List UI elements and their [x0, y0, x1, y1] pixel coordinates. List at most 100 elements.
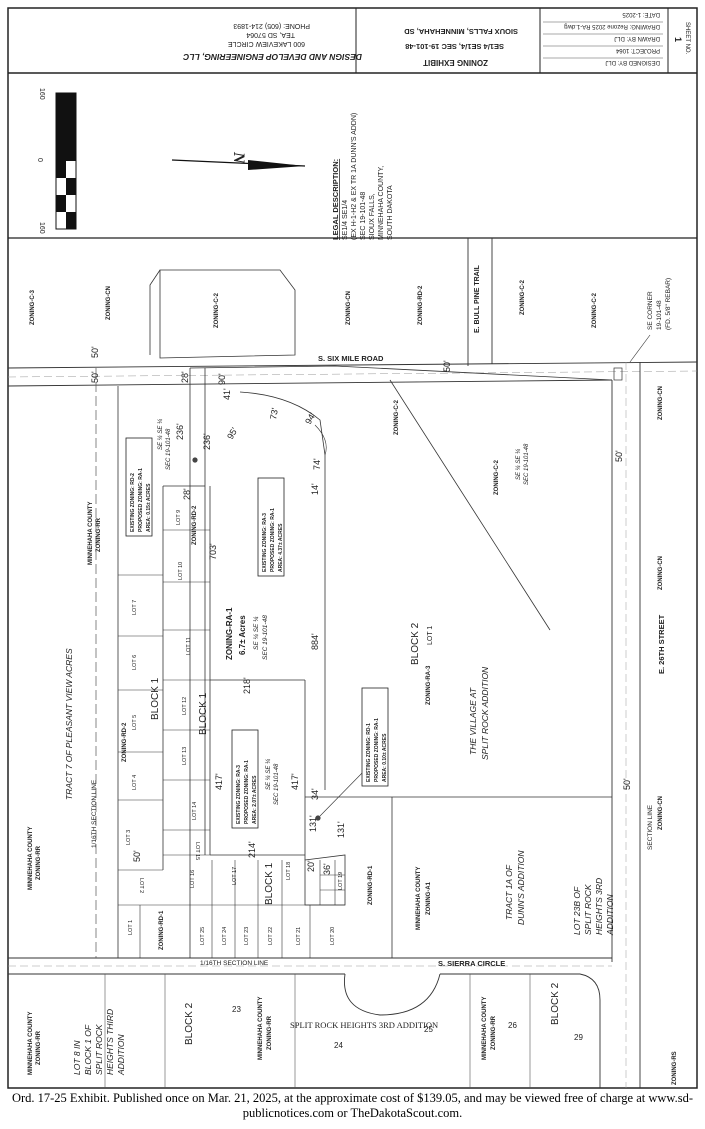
- block-1-b: BLOCK 1: [198, 692, 209, 735]
- dim-41: 41': [222, 388, 232, 400]
- zoning-exhibit-drawing: DESIGN AND DEVELOP ENGINEERING, LLC 600 …: [7, 7, 698, 1089]
- road-bull-pine-label: E. BULL PINE TRAIL: [474, 264, 481, 333]
- lot-8-line-2: BLOCK 1 OF: [83, 1024, 93, 1075]
- callout-1-line-3: AREA: 0.15± ACRES: [146, 483, 152, 532]
- callout-box-3: [231, 729, 259, 829]
- zoning-c2-a: ZONING-C-2: [214, 292, 220, 328]
- county-5-zoning: ZONING-RR: [491, 1015, 497, 1050]
- subject-parcel-label: ZONING-RA-1 6.7± Acres SE ¼ SE ¼ SEC 19-…: [225, 607, 269, 660]
- lot-24: LOT 24: [222, 927, 228, 945]
- lot-12: LOT 12: [182, 697, 188, 715]
- dim-94: 94': [303, 411, 318, 426]
- callout-box-2: [257, 477, 285, 577]
- callout-box-1: [125, 437, 153, 537]
- zoning-c2-c: ZONING-C-2: [592, 292, 598, 328]
- title-block: DESIGN AND DEVELOP ENGINEERING, LLC 600 …: [8, 8, 697, 74]
- lot-7: LOT 7: [132, 600, 138, 615]
- info-drawn: DRAWN BY: DLJ: [614, 35, 660, 41]
- dim-884: 884': [310, 633, 320, 650]
- zoning-cn-3: ZONING-CN: [658, 386, 664, 420]
- lot-5: LOT 5: [132, 715, 138, 730]
- north-label: N: [230, 151, 247, 165]
- block-1-a: BLOCK 1: [150, 677, 161, 720]
- lot-25: LOT 25: [200, 927, 206, 945]
- lot-29-label: 29: [574, 1033, 583, 1042]
- info-designed: DESIGNED BY: DLJ: [605, 59, 660, 65]
- zoning-cn-2: ZONING-CN: [346, 291, 352, 325]
- dim-50-b: 50': [90, 346, 100, 358]
- lot-14: LOT 14: [192, 802, 198, 820]
- dim-236-a: 236': [175, 423, 185, 440]
- dim-90: 90': [217, 373, 227, 385]
- sheet-border: [7, 7, 698, 1089]
- subject-sec-2: SEC 19-101-48: [262, 615, 269, 660]
- lot-20: LOT 20: [330, 927, 336, 945]
- dim-218: 218': [242, 677, 252, 694]
- quarter-2-b: SEC 19-101-48: [524, 443, 530, 485]
- quarter-2-a: SE ¼ SE ¼: [516, 449, 522, 480]
- lot-21: LOT 21: [296, 927, 302, 945]
- dim-703: 703': [208, 543, 218, 560]
- lot-6: LOT 6: [132, 655, 138, 670]
- legal-line-4: SIOUX FALLS,: [369, 193, 376, 240]
- road-26th-street: E. 26TH STREET SECTION LINE: [611, 362, 666, 1088]
- dim-20: 20': [306, 860, 316, 872]
- exhibit-title: ZONING EXHIBIT: [423, 58, 488, 67]
- dim-131-a: 131': [308, 815, 318, 832]
- lot-23b-line-3: HEIGHTS 3RD: [594, 878, 604, 935]
- zoning-cn-4: ZONING-CN: [658, 556, 664, 590]
- split-rock-heights-label: SPLIT ROCK HEIGHTS 3RD ADDITION: [290, 1020, 438, 1030]
- dim-50-e: 50': [622, 778, 632, 790]
- company-address-1: 600 LAKEVIEW CIRCLE: [228, 40, 305, 47]
- block-2: BLOCK 2: [410, 622, 421, 665]
- lot-25-label: 25: [424, 1025, 433, 1034]
- legal-line-2: (EX H-1-H2 & EX TR 1A DUNN'S ADDN): [351, 113, 358, 240]
- callout-3-line-1: EXISTING ZONING: RA-3: [236, 765, 242, 824]
- dim-417-b: 417': [290, 773, 300, 790]
- subdivision-lots: [117, 365, 613, 958]
- legal-description: LEGAL DESCRIPTION: SE1/4 SE1/4 (EX H-1-H…: [331, 113, 394, 240]
- dim-417-a: 417': [214, 773, 224, 790]
- lot-18: LOT 18: [286, 862, 292, 880]
- callout-2-line-3: AREA: 4.37± ACRES: [278, 523, 284, 572]
- scale-zero: 0: [36, 158, 43, 162]
- callout-1-line-2: PROPOSED ZONING: RA-1: [138, 468, 144, 532]
- callout-4-line-2: PROPOSED ZONING: RA-1: [374, 718, 380, 782]
- legal-heading: LEGAL DESCRIPTION:: [331, 159, 340, 240]
- county-3-zoning: ZONING-RR: [36, 1030, 42, 1065]
- zoning-cn-1: ZONING-CN: [106, 286, 112, 320]
- zoning-c2-d: ZONING-C-2: [394, 399, 400, 435]
- callout-box-4: [361, 687, 389, 787]
- county-2: MINNEHAHA COUNTY: [88, 502, 94, 565]
- legal-line-1: SE1/4 SE1/4: [342, 200, 349, 240]
- sixteenth-line-label-v: 1/16TH SECTION LINE: [91, 779, 98, 848]
- lot-23b-line-4: ADDITION: [605, 894, 615, 936]
- block-2-b: BLOCK 2: [184, 1002, 195, 1045]
- lot-1: LOT 1: [128, 920, 134, 935]
- lot-2: LOT 2: [138, 878, 144, 893]
- lot-16: LOT 16: [190, 870, 196, 888]
- dim-50-f: 50': [132, 850, 142, 862]
- quarter-3-b: SEC 19-101-48: [274, 763, 280, 805]
- lot-13: LOT 13: [182, 747, 188, 765]
- legal-line-6: SOUTH DAKOTA: [387, 185, 394, 240]
- dim-73: 73': [268, 407, 280, 421]
- sheet-number: 1: [673, 37, 683, 42]
- tract-7-label: TRACT 7 OF PLEASANT VIEW ACRES: [64, 648, 74, 800]
- callout-3-line-3: AREA: 2.07± ACRES: [252, 775, 258, 824]
- lot-8-line-4: HEIGHTS THIRD: [105, 1009, 115, 1075]
- tract-1a-line-1: TRACT 1A OF: [504, 864, 514, 920]
- lot-15: LOT 15: [194, 842, 200, 860]
- lower-parcels: [104, 974, 531, 1088]
- callout-4-line-3: AREA: 0.10± ACRES: [382, 733, 388, 782]
- publication-caption: Ord. 17-25 Exhibit. Published once on Ma…: [11, 1091, 694, 1120]
- zoning-c2-e: ZONING-C-2: [494, 459, 500, 495]
- info-project: PROJECT: 1064: [615, 47, 660, 53]
- exhibit-city: SIOUX FALLS, MINNEHAHA, SD: [404, 27, 518, 36]
- lot-17: LOT 17: [232, 867, 238, 885]
- zoning-c2-b: ZONING-C-2: [520, 279, 526, 315]
- road-bull-pine: E. BULL PINE TRAIL: [467, 238, 493, 366]
- lot-23b-line-1: LOT 23B OF: [572, 886, 582, 935]
- lot-19: LOT 19: [338, 872, 344, 890]
